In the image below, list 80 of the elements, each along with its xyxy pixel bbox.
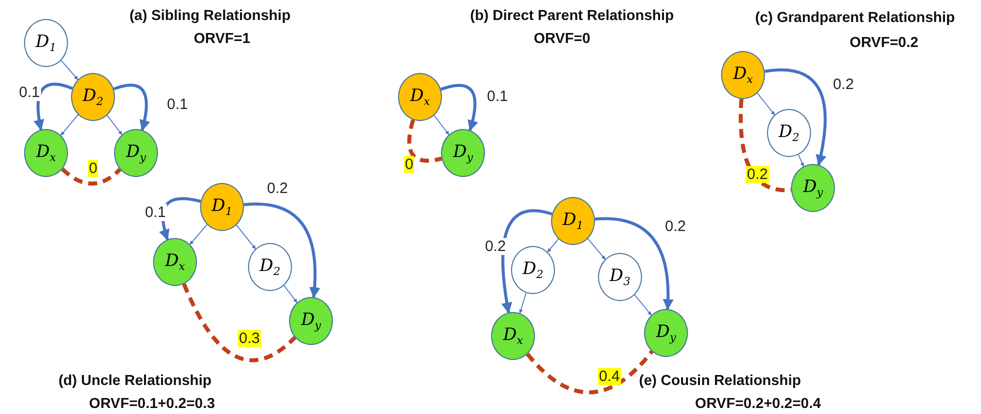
node-label: D$_{y}$ [126,144,146,162]
arrow [190,224,208,245]
panel-title: ORVF=0.2+0.2=0.4 [695,396,821,412]
node-label: D$_{2}$ [260,258,280,276]
node-label: D$_{1}$ [36,34,56,52]
node-circle [644,309,688,357]
arrow [519,292,527,314]
node-circle [441,129,485,177]
node-label: D$_{2}$ [82,88,104,106]
node-circle [71,73,115,121]
edge-label: 0.2 [484,238,507,255]
node-label: D$_{2}$ [778,124,800,142]
node-label: D$_{y}$ [301,312,321,330]
arrow [634,294,652,316]
edge-label: 0.4 [598,368,621,385]
node-label: D$_{y}$ [453,144,473,162]
panel-title: (e) Cousin Relationship [639,373,801,389]
dashed-connector [738,98,792,192]
panel-title: (a) Sibling Relationship [129,8,291,24]
node-circle [598,253,642,301]
panel-title: (b) Direct Parent Relationship [470,8,674,24]
node-circle [289,297,333,345]
arrow [594,217,674,310]
node-label: D$_{2}$ [522,260,544,280]
arrow [60,60,78,80]
arrow [587,238,606,260]
arrow [60,114,79,136]
arrow [284,285,298,303]
arrow [244,202,320,298]
dashed-connector [526,350,654,394]
node-circle [398,73,442,121]
node-label: D$_{y}$ [803,178,823,198]
node-circle [248,243,292,291]
node-circle [24,129,68,177]
edge-label: 0.1 [18,84,41,101]
arrow [756,92,776,116]
node-circle [551,197,595,245]
node-circle [153,238,197,286]
node-circle [767,109,811,157]
node-label: D$_{1}$ [212,198,232,216]
node-circle [24,19,68,67]
edge-label: 0.3 [238,330,261,347]
node-label: D$_{x}$ [503,326,523,346]
node-circle [200,183,244,231]
arrow [106,114,122,136]
arrow [434,114,450,136]
arrow [236,224,256,250]
edge-label: 0 [404,156,414,173]
panel-title: ORVF=0 [534,31,590,47]
node-circle [791,164,835,212]
edge-label: 0.1 [144,204,167,221]
dashed-connector [182,283,296,362]
edge-label: 0 [88,160,98,177]
node-circle [721,51,765,99]
dashed-connector [61,168,122,186]
arrow [798,154,804,167]
arrow [34,82,73,131]
node-circle [114,129,158,177]
dashed-connector [407,119,442,163]
panel-title: (c) Grandparent Relationship [755,10,955,26]
node-label: D$_{x}$ [165,252,185,272]
arrow [440,84,478,132]
panel-title: ORVF=0.2 [850,35,918,51]
node-circle [491,312,535,360]
node-label: D$_{x}$ [36,144,56,162]
panel-title: (d) Uncle Relationship [58,373,212,389]
arrow [501,209,552,314]
node-label: D$_{3}$ [610,268,630,286]
panel-title: ORVF=1 [194,31,250,47]
node-label: D$_{x}$ [410,88,430,106]
edge-label: 0.2 [746,166,769,183]
node-circle [511,246,555,294]
arrow [547,238,559,253]
node-label: D$_{y}$ [656,324,676,342]
node-label: D$_{x}$ [733,66,753,84]
panel-title: ORVF=0.1+0.2=0.3 [89,396,215,412]
arrow [159,197,201,241]
arrow [764,68,827,166]
arrow [113,84,150,132]
node-label: D$_{1}$ [562,212,584,230]
